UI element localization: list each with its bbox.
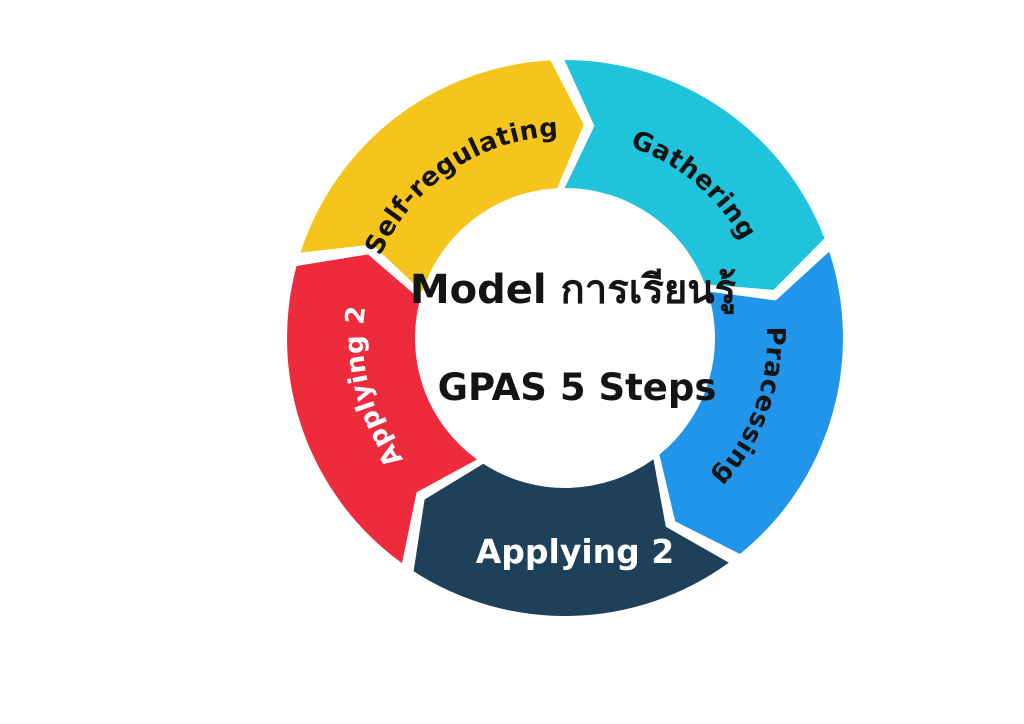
segment-arrows-group bbox=[287, 59, 843, 617]
segment-applying-2-bottom-arrow bbox=[413, 459, 729, 617]
segment-gathering-arrow bbox=[564, 59, 825, 290]
segment-processing-arrow bbox=[659, 251, 843, 554]
segment-self-regulating-arrow bbox=[300, 60, 584, 292]
segment-applying-2-left-arrow bbox=[287, 254, 477, 564]
center-title-thai: Model การเรียนรู้ bbox=[410, 267, 737, 314]
segment-applying-2-bottom-label: Applying 2 bbox=[476, 532, 674, 571]
center-subtitle-gpas: GPAS 5 Steps bbox=[438, 366, 717, 409]
